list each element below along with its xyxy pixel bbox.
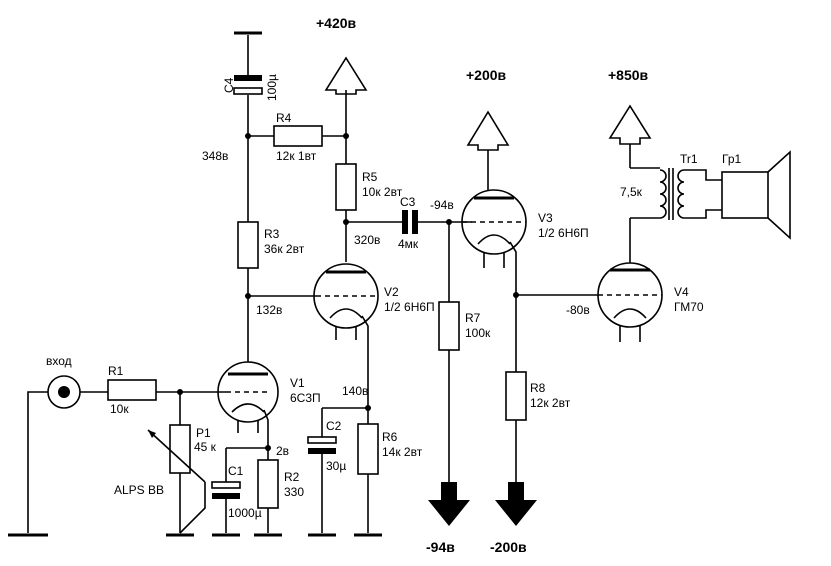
tube-v3 (461, 189, 527, 268)
input-label: вход (46, 354, 72, 368)
v2-type: 1/2 6Н6П (384, 300, 435, 314)
input-jack (47, 375, 81, 409)
resistor-r2 (257, 459, 279, 509)
c2-label: C2 (326, 419, 342, 433)
capacitor-c3 (402, 210, 418, 234)
r6-label: R6 (382, 430, 398, 444)
r1-value: 10к (110, 402, 129, 416)
r8-value: 12к 2вт (530, 396, 571, 410)
gr1-label: Гр1 (722, 152, 741, 166)
v3-type: 1/2 6Н6П (538, 226, 589, 240)
resistor-r7 (438, 301, 460, 351)
node-348v: 348в (202, 149, 228, 163)
node-2v: 2в (276, 444, 289, 458)
tr1-label: Tr1 (680, 152, 698, 166)
v4-label: V4 (674, 285, 689, 299)
c2-value: 30µ (326, 459, 346, 473)
pot-model-label: ALPS BB (114, 483, 164, 497)
resistor-r4 (273, 125, 323, 147)
supply-arrow-420 (324, 56, 368, 95)
resistor-r6 (357, 423, 379, 475)
supply-arrow-200 (466, 110, 510, 151)
tube-v2 (313, 263, 379, 340)
r7-label: R7 (465, 311, 481, 325)
resistor-r5 (335, 163, 357, 211)
tube-v4 (597, 262, 663, 342)
r6-value: 14к 2вт (382, 445, 423, 459)
r7-value: 100к (465, 326, 491, 340)
v4-type: ГМ70 (674, 300, 704, 314)
supply-minus94-label: -94в (426, 539, 455, 555)
r3-label: R3 (264, 227, 280, 241)
capacitor-c2 (307, 436, 337, 454)
tube-v1 (217, 361, 279, 433)
supply-arrow-minus200 (495, 482, 537, 526)
c3-value: 4мк (398, 237, 419, 251)
r4-value: 12к 1вт (276, 149, 317, 163)
capacitor-c4 (233, 75, 263, 95)
r1-label: R1 (108, 364, 124, 378)
node-132v: 132в (256, 303, 282, 317)
c4-label: C4 (222, 77, 236, 93)
r3-value: 36к 2вт (264, 242, 305, 256)
r2-label: R2 (284, 470, 300, 484)
speaker-gr1 (721, 150, 791, 240)
r5-label: R5 (362, 170, 378, 184)
supply-minus200-label: -200в (490, 539, 527, 555)
p1-label: P1 (196, 426, 211, 440)
v1-label: V1 (290, 376, 305, 390)
resistor-r3 (237, 221, 259, 269)
supply-200-label: +200в (466, 67, 507, 83)
v3-label: V3 (538, 211, 553, 225)
node-minus80v: -80в (566, 303, 590, 317)
capacitor-c1 (211, 481, 241, 499)
supply-arrow-850 (608, 104, 652, 145)
resistor-r1 (107, 379, 157, 401)
tr1-value: 7,5к (620, 185, 643, 199)
r2-value: 330 (284, 485, 304, 499)
v1-type: 6С3П (290, 391, 321, 405)
r4-label: R4 (276, 111, 292, 125)
node-140v: 140в (342, 384, 368, 398)
node-320v: 320в (354, 233, 380, 247)
c1-label: C1 (228, 464, 244, 478)
transformer-tr1 (630, 167, 722, 220)
supply-850-label: +850в (608, 67, 649, 83)
v2-label: V2 (384, 285, 399, 299)
resistor-r8 (505, 371, 527, 421)
c1-value: 1000µ (228, 506, 262, 520)
c4-value: 100µ (265, 74, 279, 101)
supply-arrow-minus94 (428, 482, 470, 526)
c3-label: C3 (400, 195, 416, 209)
p1-value: 45 к (194, 440, 217, 454)
r8-label: R8 (530, 381, 546, 395)
supply-420-label: +420в (316, 15, 357, 31)
r5-value: 10к 2вт (362, 185, 403, 199)
node-minus94v: -94в (430, 198, 454, 212)
